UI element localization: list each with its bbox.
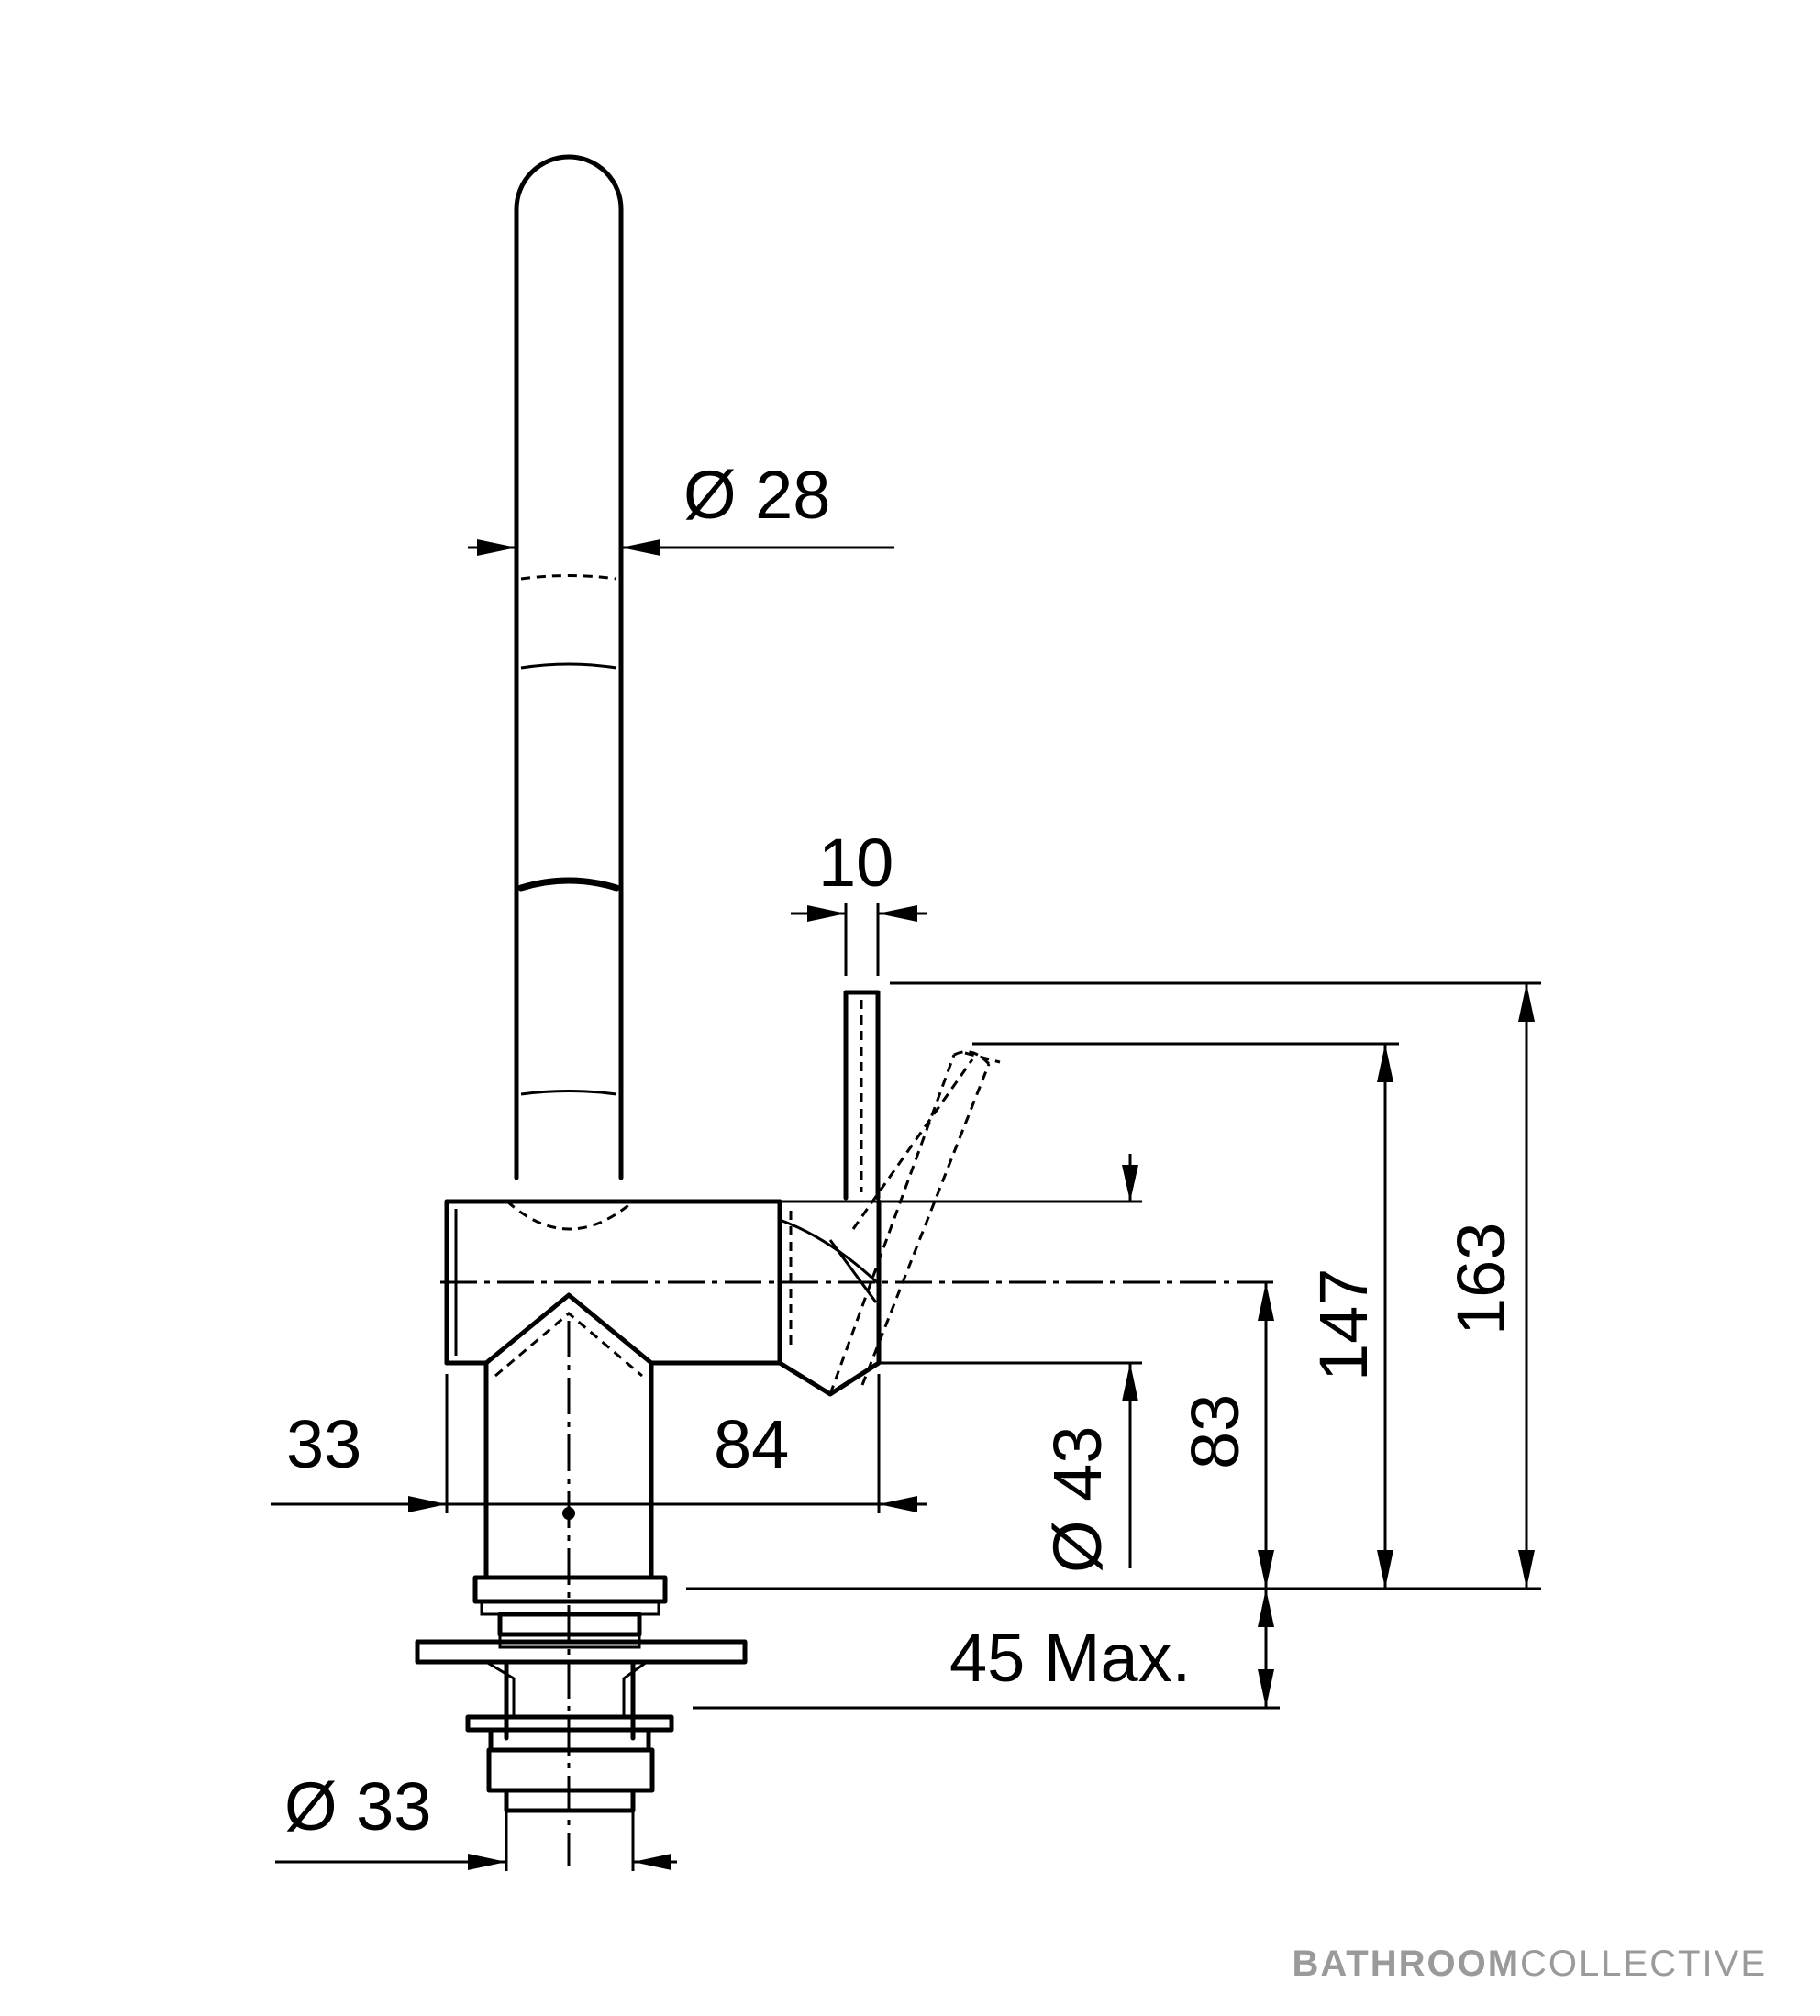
dim-shank-diameter: Ø 33 bbox=[275, 1768, 677, 1871]
label-overall-height: 163 bbox=[1443, 1223, 1519, 1335]
spout bbox=[514, 154, 624, 1180]
dim-spout-diameter: Ø 28 bbox=[468, 457, 894, 556]
dim-worktop-thickness: 45 Max. bbox=[693, 1589, 1280, 1710]
brand-bold: BATHROOM bbox=[1292, 1944, 1521, 1984]
dim-body-diameter: Ø 43 bbox=[1039, 1154, 1138, 1573]
label-lever-height: 147 bbox=[1305, 1268, 1382, 1381]
label-shank-diameter: Ø 33 bbox=[284, 1768, 431, 1844]
label-rear-offset: 33 bbox=[286, 1406, 361, 1482]
label-lever-width: 10 bbox=[818, 825, 893, 901]
label-reach: 84 bbox=[714, 1406, 789, 1482]
brand-logo: BATHROOMCOLLECTIVE bbox=[1292, 1944, 1767, 1985]
dim-rear-offset-and-reach: 33 84 bbox=[271, 1374, 927, 1513]
brand-light: COLLECTIVE bbox=[1520, 1944, 1767, 1984]
mixer-lever bbox=[777, 990, 1001, 1397]
shank-assembly bbox=[415, 1321, 748, 1866]
label-base-to-centre: 83 bbox=[1177, 1394, 1253, 1469]
dim-base-to-centre: 83 bbox=[1177, 1282, 1274, 1589]
dim-lever-height: 147 bbox=[972, 1042, 1399, 1589]
label-spout-diameter: Ø 28 bbox=[683, 457, 830, 533]
tap-body bbox=[440, 1199, 1280, 1378]
label-body-diameter: Ø 43 bbox=[1039, 1426, 1115, 1573]
label-worktop-thickness: 45 Max. bbox=[949, 1620, 1191, 1696]
dim-lever-width: 10 bbox=[791, 825, 927, 976]
dim-overall-height: 163 bbox=[686, 981, 1541, 1590]
